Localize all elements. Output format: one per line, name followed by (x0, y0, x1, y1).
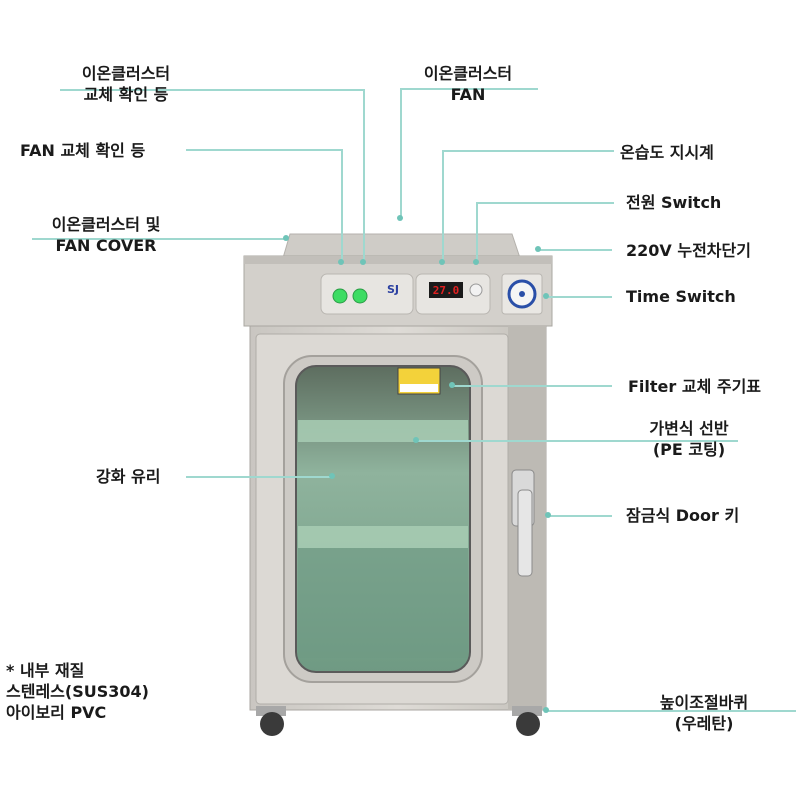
control-head: SJ 27.0 (243, 255, 553, 327)
display-readout: 27.0 (433, 284, 460, 297)
ion-cluster-lamp (332, 288, 348, 304)
brand-logo: SJ (387, 283, 399, 296)
label-ion-cluster-lamp: 이온클러스터 교체 확인 등 (81, 64, 171, 104)
label-power-switch: 전원 Switch (626, 193, 722, 212)
material-note-title: * 내부 재질 (6, 661, 85, 680)
label-door-lock: 잠금식 Door 키 (626, 506, 740, 525)
label-casters: 높이조절바퀴 (우레탄) (659, 693, 749, 733)
material-note-line2: 아이보리 PVC (6, 703, 107, 722)
label-filter-chart: Filter 교체 주기표 (628, 377, 762, 396)
thermo-hygrometer (429, 282, 463, 298)
label-fan-cover: 이온클러스터 및 FAN COVER (51, 215, 161, 255)
casters (256, 706, 542, 736)
power-switch[interactable] (469, 283, 483, 297)
label-thermo-hygrometer: 온습도 지시계 (620, 143, 714, 162)
door[interactable] (255, 333, 509, 705)
label-tempered-glass: 강화 유리 (96, 467, 161, 486)
label-breaker: 220V 누전차단기 (626, 241, 751, 260)
fan-lamp (352, 288, 368, 304)
label-shelf: 가변식 선반 (PE 코팅) (649, 419, 729, 459)
material-note-line1: 스텐레스(SUS304) (6, 682, 149, 701)
label-fan-lamp: FAN 교체 확인 등 (20, 141, 146, 160)
material-note: * 내부 재질 스텐레스(SUS304) 아이보리 PVC (6, 660, 149, 723)
fan-cover (282, 233, 521, 259)
label-time-switch: Time Switch (626, 287, 736, 306)
shelf (298, 526, 468, 548)
door-lock[interactable] (511, 469, 535, 577)
label-ion-cluster-fan: 이온클러스터 FAN (423, 64, 513, 104)
shelf (298, 420, 468, 442)
